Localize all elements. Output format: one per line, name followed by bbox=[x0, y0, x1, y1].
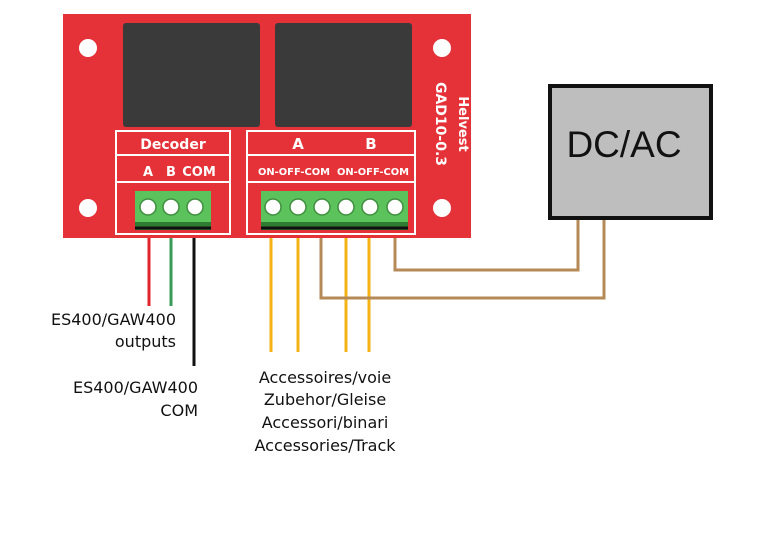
decoder-outputs-label-line1: ES400/GAW400 bbox=[51, 310, 176, 329]
decoder-title: Decoder bbox=[140, 137, 206, 153]
accessories-label-line2: Zubehor/Gleise bbox=[264, 390, 386, 409]
accessories-label-line3: Accessori/binari bbox=[262, 413, 389, 432]
mount-hole-top-left bbox=[79, 39, 97, 57]
relay-left bbox=[123, 23, 260, 127]
power-supply-box bbox=[548, 84, 713, 220]
accessory-wires bbox=[269, 233, 371, 352]
decoder-com-label-line1: ES400/GAW400 bbox=[73, 378, 198, 397]
decoder-pin-a-label: A bbox=[143, 165, 153, 180]
power-wire-inner bbox=[393, 219, 580, 272]
mount-hole-bottom-right bbox=[433, 199, 451, 217]
accessories-label-line1: Accessoires/voie bbox=[259, 368, 391, 387]
output-silkscreen bbox=[246, 130, 416, 235]
power-supply: DC/AC bbox=[548, 84, 713, 220]
relay-board: Decoder A B COM A B ON-OFF-COM ON-OFF-CO… bbox=[63, 14, 471, 238]
decoder-com-label-line2: COM bbox=[160, 401, 198, 420]
decoder-wires bbox=[147, 233, 196, 366]
output-channel-a-label: A bbox=[292, 135, 304, 153]
accessories-label-line4: Accessories/Track bbox=[254, 436, 396, 455]
output-pins-a-label: ON-OFF-COM bbox=[258, 167, 330, 178]
decoder-outputs-label-line2: outputs bbox=[115, 332, 176, 351]
mount-hole-top-right bbox=[433, 39, 451, 57]
power-wires bbox=[319, 219, 606, 300]
decoder-pin-com-label: COM bbox=[182, 165, 216, 180]
output-terminal-block bbox=[261, 191, 408, 230]
decoder-terminal-block bbox=[135, 191, 211, 230]
output-channel-b-label: B bbox=[365, 135, 376, 153]
decoder-pin-b-label: B bbox=[166, 165, 176, 180]
output-pins-b-label: ON-OFF-COM bbox=[337, 167, 409, 178]
decoder-silkscreen bbox=[115, 130, 231, 235]
board-name: Helvest bbox=[455, 96, 470, 151]
power-wire-outer bbox=[319, 219, 606, 300]
power-supply-label: DC/AC bbox=[566, 124, 681, 165]
board-model: GAD10-0.3 bbox=[432, 82, 448, 166]
relay-right bbox=[275, 23, 412, 127]
mount-hole-bottom-left bbox=[79, 199, 97, 217]
